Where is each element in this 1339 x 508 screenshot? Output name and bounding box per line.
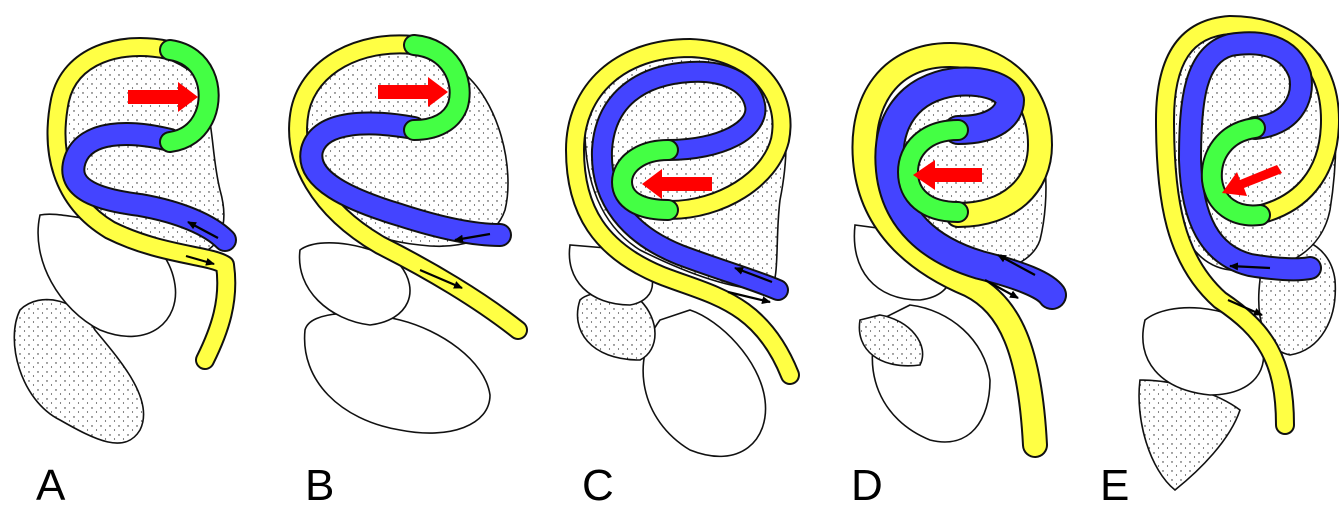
panel-a-label: A (36, 461, 66, 508)
panel-d-label: D (851, 461, 883, 508)
panel-b-label: B (305, 461, 334, 508)
panel-b-lower-bulb (305, 313, 490, 433)
panel-e: E (1100, 25, 1336, 508)
panel-a: A (14, 47, 226, 508)
panel-b: B (298, 44, 518, 508)
panel-c-label: C (582, 461, 614, 508)
panel-e-lower-bulb (1139, 380, 1240, 490)
panel-c: C (569, 47, 790, 508)
panel-e-label: E (1100, 461, 1129, 508)
panel-d: D (851, 55, 1052, 508)
panel-c-lower-bulb (643, 310, 765, 456)
